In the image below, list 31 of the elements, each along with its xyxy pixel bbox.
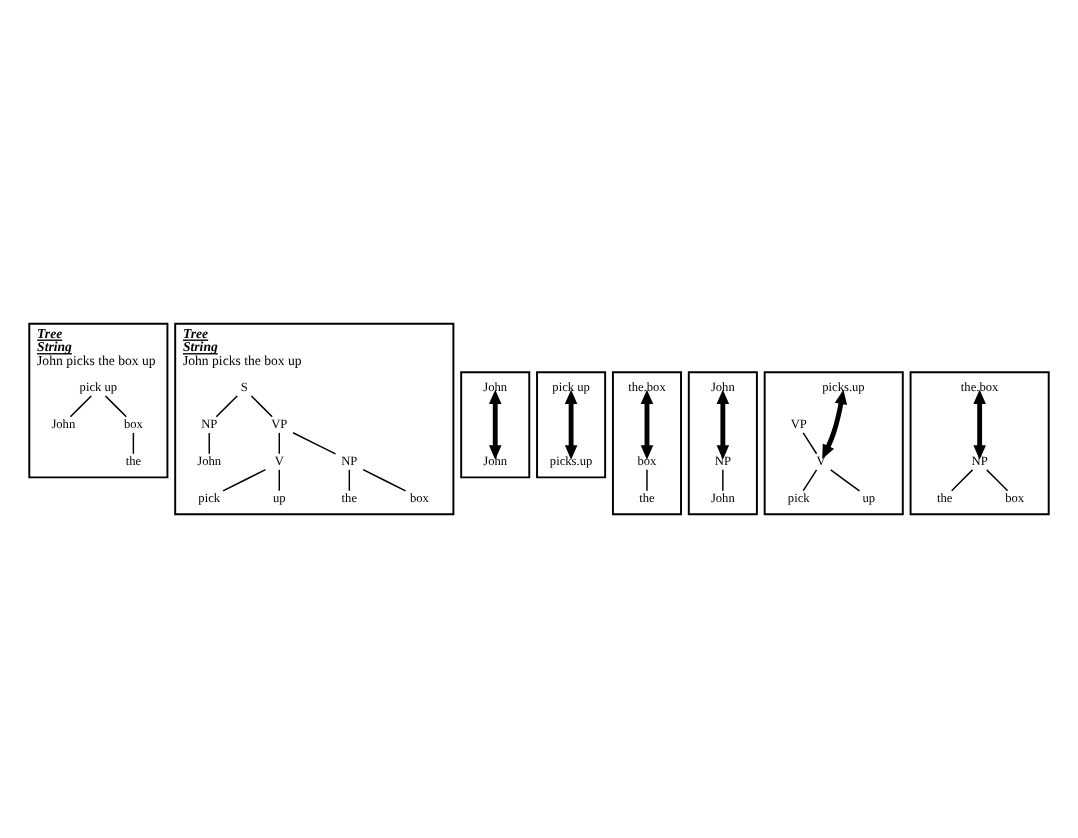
cluster (611, 371, 682, 516)
connector (986, 469, 1009, 492)
cluster (909, 371, 1050, 516)
connector (132, 432, 135, 455)
cluster (687, 371, 758, 516)
connector (950, 469, 974, 492)
arrow (564, 389, 578, 460)
connector (278, 469, 280, 492)
connector (722, 469, 724, 492)
connector (208, 432, 210, 455)
connector (278, 432, 280, 455)
connector (348, 469, 351, 492)
connector (802, 469, 818, 492)
cluster (536, 371, 607, 479)
arrow (716, 389, 730, 460)
connector (69, 395, 92, 418)
arrow (822, 389, 848, 460)
connector (215, 395, 238, 418)
connector (292, 432, 337, 455)
arrow (973, 389, 986, 460)
connector (830, 469, 861, 492)
cluster (460, 371, 531, 479)
arrow (488, 389, 502, 460)
connector (250, 395, 273, 418)
connector (222, 468, 267, 492)
connector (646, 469, 648, 492)
connector (362, 468, 407, 492)
connector (802, 432, 818, 455)
connector (104, 395, 128, 418)
arrow (640, 389, 654, 460)
cluster (763, 371, 904, 516)
